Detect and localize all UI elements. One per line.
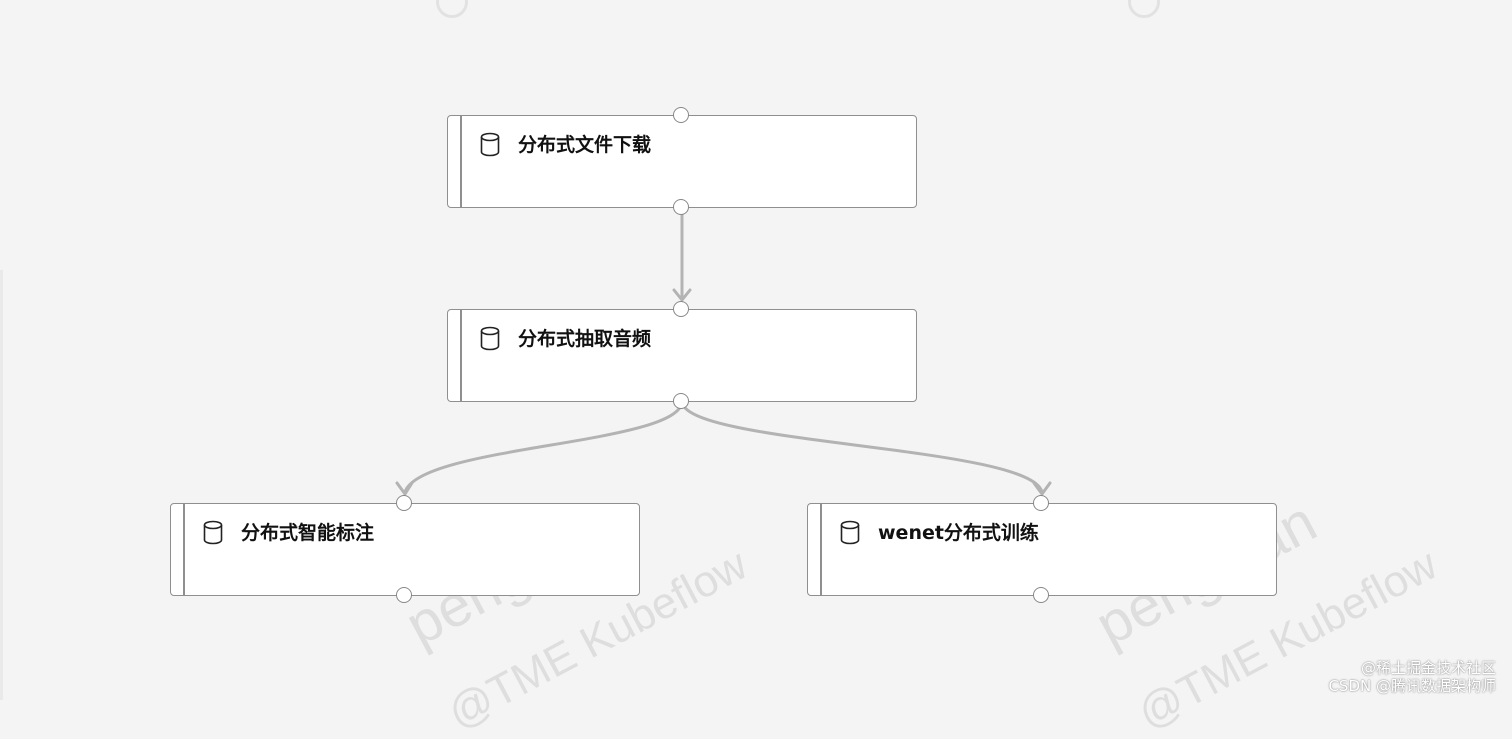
node-distributed-smart-annotation[interactable]: 分布式智能标注 <box>170 495 640 603</box>
input-port[interactable] <box>1033 495 1049 511</box>
node-title: 分布式文件下载 <box>518 134 652 156</box>
output-port[interactable] <box>673 199 689 215</box>
input-port[interactable] <box>673 301 689 317</box>
node-left-bar <box>820 504 822 595</box>
node-left-bar <box>460 310 462 401</box>
node-distributed-extract-audio[interactable]: 分布式抽取音频 <box>447 301 917 409</box>
node-wenet-distributed-training[interactable]: wenet分布式训练 <box>807 495 1277 603</box>
output-port[interactable] <box>396 587 412 603</box>
node-title: wenet分布式训练 <box>878 522 1039 544</box>
node-title: 分布式抽取音频 <box>518 328 652 350</box>
node-title: 分布式智能标注 <box>241 522 375 544</box>
database-icon <box>203 520 223 545</box>
database-icon <box>480 132 500 157</box>
credit-csdn: CSDN @腾讯数据架构师 <box>1328 677 1496 695</box>
edge-extract-train[interactable] <box>680 400 1044 493</box>
credit-juejin: @稀土掘金技术社区 <box>1360 659 1496 677</box>
edge-arrowhead <box>1032 481 1052 496</box>
output-port[interactable] <box>673 393 689 409</box>
edge-arrowhead <box>395 481 414 496</box>
database-icon <box>840 520 860 545</box>
node-left-bar <box>183 504 185 595</box>
edges-layer <box>395 207 1052 496</box>
input-port[interactable] <box>673 107 689 123</box>
output-port[interactable] <box>1033 587 1049 603</box>
node-left-bar <box>460 116 462 207</box>
edge-arrowhead <box>672 288 692 302</box>
edge-extract-annotate[interactable] <box>403 400 684 493</box>
canvas-edge-strip <box>0 270 3 700</box>
input-port[interactable] <box>396 495 412 511</box>
database-icon <box>480 326 500 351</box>
node-distributed-download[interactable]: 分布式文件下载 <box>447 107 917 215</box>
